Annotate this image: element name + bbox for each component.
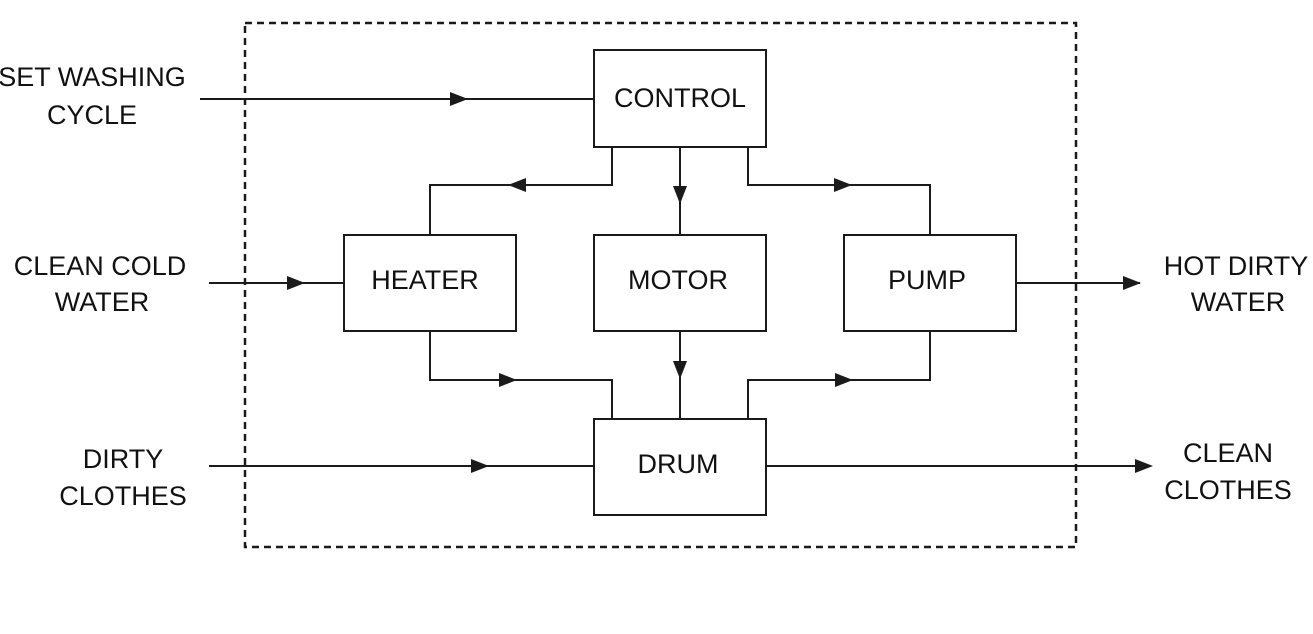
control-block: CONTROL (593, 49, 767, 148)
svg-text:CLEAN COLD: CLEAN COLD (14, 251, 187, 281)
svg-text:SET WASHING: SET WASHING (0, 62, 186, 92)
drum-block: DRUM (593, 418, 767, 516)
motor-label: MOTOR (628, 265, 728, 295)
motor-to-drum-connector (673, 331, 687, 419)
svg-text:CLOTHES: CLOTHES (1164, 475, 1292, 505)
dirty-clothes-input-label: DIRTY CLOTHES (59, 444, 187, 511)
washing-cycle-to-control-connector (200, 92, 594, 106)
cold-water-to-heater-connector (209, 276, 344, 290)
heater-to-drum-connector (429, 331, 613, 419)
svg-text:HOT DIRTY: HOT DIRTY (1164, 251, 1309, 281)
control-to-heater-connector (429, 147, 613, 235)
heater-block: HEATER (343, 234, 517, 332)
pump-block: PUMP (843, 234, 1017, 332)
svg-text:DIRTY: DIRTY (83, 444, 164, 474)
pump-to-drum-connector (747, 331, 931, 419)
drum-label: DRUM (638, 449, 719, 479)
pump-to-hot-water-connector (1016, 276, 1141, 290)
motor-block: MOTOR (593, 234, 767, 332)
cold-water-input-label: CLEAN COLD WATER (14, 251, 187, 317)
control-label: CONTROL (614, 83, 746, 113)
clean-clothes-output-label: CLEAN CLOTHES (1164, 438, 1292, 505)
svg-text:CYCLE: CYCLE (47, 100, 137, 130)
svg-text:WATER: WATER (1191, 287, 1286, 317)
washing-cycle-input-label: SET WASHING CYCLE (0, 62, 186, 130)
dirty-clothes-to-drum-connector (209, 459, 594, 473)
heater-label: HEATER (371, 265, 479, 295)
hot-water-output-label: HOT DIRTY WATER (1164, 251, 1309, 317)
control-to-motor-connector (673, 147, 687, 235)
drum-to-clean-clothes-connector (766, 459, 1153, 473)
svg-text:CLOTHES: CLOTHES (59, 481, 187, 511)
svg-text:CLEAN: CLEAN (1183, 438, 1273, 468)
svg-text:WATER: WATER (55, 287, 150, 317)
pump-label: PUMP (888, 265, 966, 295)
control-to-pump-connector (747, 147, 931, 235)
system-boundary (243, 21, 1078, 549)
